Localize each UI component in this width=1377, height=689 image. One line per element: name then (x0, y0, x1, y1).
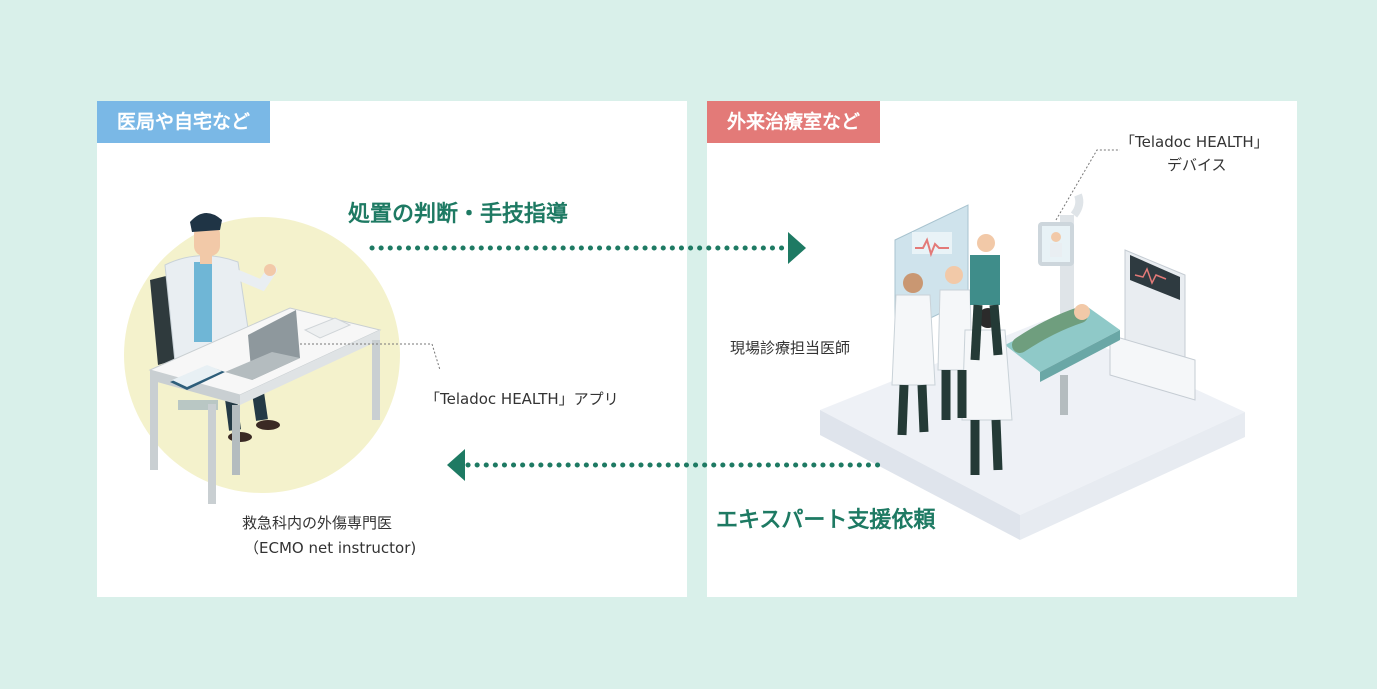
left-location-tag: 医局や自宅など (97, 101, 271, 143)
right-location-tag: 外来治療室など (707, 101, 881, 143)
staff-label: 現場診療担当医師 (730, 339, 851, 357)
device-label-line2: デバイス (1167, 156, 1227, 174)
treatment-room-illustration (820, 149, 1245, 540)
device-label-line1: 「Teladoc HEALTH」 (1120, 133, 1269, 151)
bottom-flow-arrow (447, 449, 883, 481)
doctor-label-line1: 救急科内の外傷専門医 (242, 514, 393, 532)
remote-doctor-illustration (124, 212, 441, 504)
doctor-label-line2: （ECMO net instructor) (244, 539, 417, 557)
top-flow-label: 処置の判断・手技指導 (348, 202, 569, 227)
top-flow-arrow (369, 232, 806, 264)
app-label: 「Teladoc HEALTH」アプリ (425, 390, 619, 408)
bottom-flow-label: エキスパート支援依頼 (716, 508, 936, 533)
